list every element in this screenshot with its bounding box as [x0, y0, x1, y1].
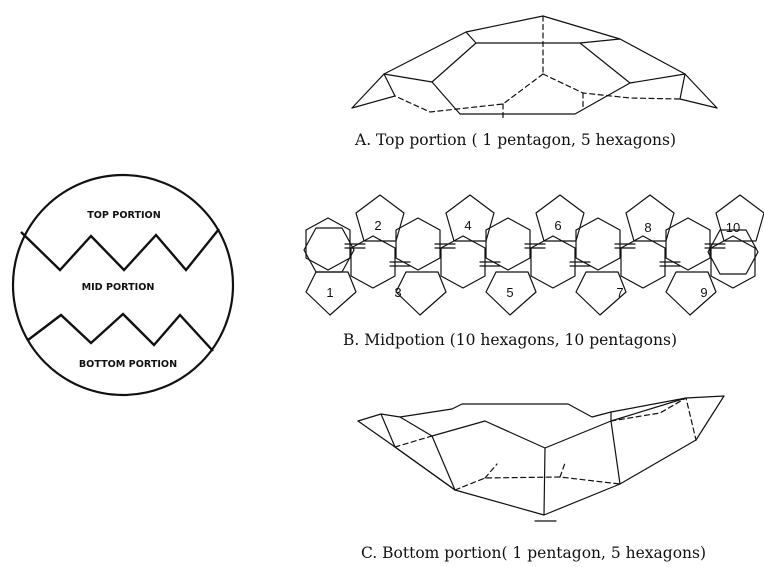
pentagon-number: 5	[506, 285, 513, 300]
bottom-cap-hidden-floor	[454, 476, 621, 491]
bottom-portion-cap	[357, 395, 725, 522]
double-bond	[344, 243, 366, 249]
upper-pentagon	[715, 194, 764, 242]
band-hexagon	[305, 217, 351, 271]
top-zigzag	[20, 228, 220, 272]
top-portion-cap	[351, 15, 718, 119]
double-bond	[659, 261, 681, 267]
pentagon-number: 8	[644, 220, 651, 235]
band-hexagon	[395, 217, 441, 271]
sphere-outline	[11, 173, 235, 397]
caption-bottom-portion: C. Bottom portion( 1 pentagon, 5 hexagon…	[361, 544, 707, 562]
top-cap-left-hex	[383, 42, 477, 83]
sphere-schematic: TOP PORTION MID PORTION BOTTOM PORTION	[11, 173, 235, 397]
bottom-cap-hidden-right	[610, 397, 697, 441]
band-hexagon	[665, 217, 711, 271]
band-hexagon	[440, 235, 486, 289]
pentagon-number: 9	[700, 285, 707, 300]
caption-top-portion: A. Top portion ( 1 pentagon, 5 hexagons)	[355, 131, 677, 149]
pentagon-number: 2	[374, 218, 381, 233]
lower-pentagon	[665, 271, 717, 316]
bottom-cap-left-spoke	[431, 435, 456, 491]
top-cap-upper-ring	[465, 31, 621, 44]
caption-mid-portion: B. Midpotion (10 hexagons, 10 pentagons)	[343, 331, 677, 349]
bottom-cap-rim	[357, 395, 725, 441]
pentagon-number: 1	[326, 285, 333, 300]
upper-pentagon	[535, 194, 585, 242]
top-cap-hidden-ticks	[502, 92, 584, 119]
bottom-cap-right-hex	[610, 397, 687, 422]
double-bond	[389, 261, 411, 267]
band-hexagon	[620, 235, 666, 289]
double-bond	[704, 243, 726, 249]
pentagon-number: 10	[726, 220, 740, 235]
bottom-zigzag	[27, 312, 214, 352]
double-bond	[614, 243, 636, 249]
upper-pentagon	[445, 194, 495, 242]
lower-pentagon	[575, 271, 627, 316]
pentagon-number: 7	[616, 285, 623, 300]
bottom-portion-label: BOTTOM PORTION	[79, 359, 177, 370]
double-bond	[479, 261, 501, 267]
bottom-cap-right-spoke	[610, 420, 621, 485]
bottom-cap-hidden-ticks	[484, 462, 566, 479]
bottom-cap-axis	[543, 447, 546, 516]
bottom-cap-hidden-left	[394, 435, 433, 448]
double-bond	[524, 243, 546, 249]
top-cap-right-hex	[579, 42, 686, 84]
upper-pentagon	[625, 194, 675, 242]
bottom-cap-front-ring	[399, 411, 612, 449]
bottom-cap-left-wing	[357, 420, 396, 448]
mid-portion-band: 1 2 3 4 5 6 7 8 9 10	[303, 194, 764, 316]
top-cap-outline	[351, 15, 718, 109]
mid-portion-label: MID PORTION	[82, 282, 155, 293]
double-bond	[569, 261, 591, 267]
top-cap-front	[431, 81, 631, 115]
right-end-hexagon	[707, 229, 759, 275]
band-hexagon	[575, 217, 621, 271]
pentagon-number: 4	[464, 218, 471, 233]
band-hexagon	[485, 217, 531, 271]
lower-pentagon	[395, 271, 447, 316]
top-cap-hidden-left	[394, 73, 544, 113]
band-hexagon	[530, 235, 576, 289]
top-cap-left-wing	[351, 73, 396, 109]
lower-pentagon	[485, 271, 537, 316]
band-hexagon	[710, 235, 756, 289]
left-end-hexagon	[303, 227, 355, 273]
bottom-cap-left-hex	[380, 413, 456, 491]
pentagon-number: 3	[394, 285, 401, 300]
lower-pentagon	[305, 271, 357, 316]
double-bond	[434, 243, 456, 249]
top-portion-label: TOP PORTION	[87, 210, 161, 221]
pentagon-number: 6	[554, 218, 561, 233]
band-hexagon	[350, 235, 396, 289]
top-cap-hidden-right	[542, 73, 681, 100]
upper-pentagon	[355, 194, 405, 242]
